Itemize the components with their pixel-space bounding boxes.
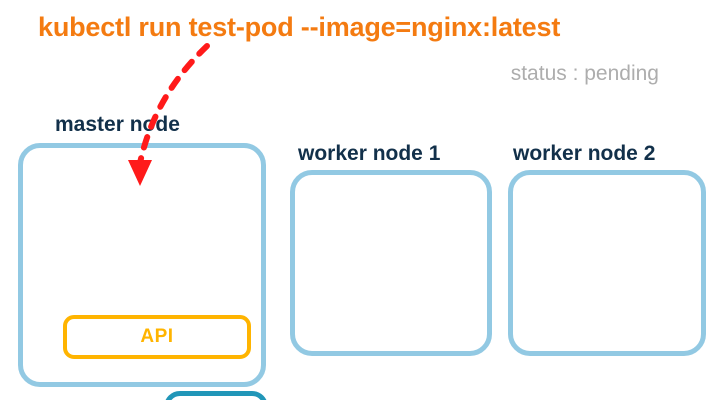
worker-node-2-container	[508, 170, 706, 356]
master-node-label: master node	[55, 113, 180, 136]
worker-node-1-label: worker node 1	[298, 142, 441, 165]
kubectl-command-text: kubectl run test-pod --image=nginx:lates…	[38, 12, 561, 42]
api-component-box[interactable]: API	[63, 315, 251, 359]
worker-node-2-label: worker node 2	[513, 142, 656, 165]
worker-node-1-container	[290, 170, 492, 356]
master-node-container: API controller scheduler etcd	[18, 143, 268, 400]
pod-status-text: status : pending	[510, 62, 659, 85]
api-component-label: API	[140, 326, 174, 347]
etcd-component-box[interactable]: etcd	[164, 391, 268, 400]
